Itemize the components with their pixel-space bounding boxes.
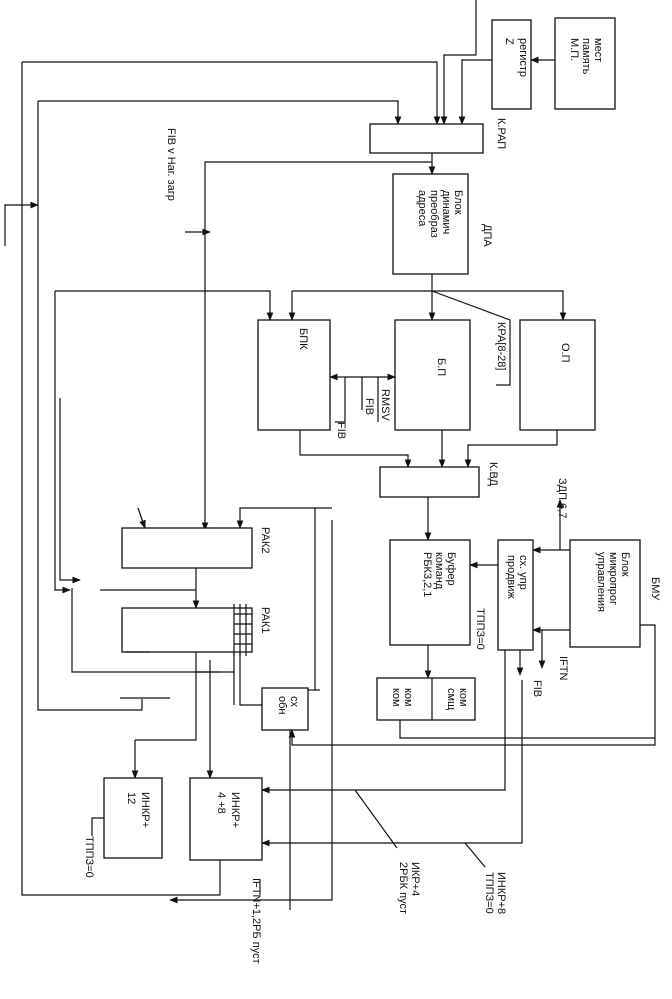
rak1-label: РАК1 <box>259 607 271 633</box>
dpa-line-1: Блок <box>452 190 464 215</box>
label-tppz-2: ТППЗ=0 <box>83 836 95 878</box>
label-fib-1: FIB <box>363 398 375 415</box>
block-k-rap: К.РАП <box>369 118 507 154</box>
block-mest-pamyat: мест память М.П. <box>554 17 616 110</box>
registr-line-2: Z <box>503 38 515 45</box>
label-inkr-p4: ИКР+4 <box>409 862 421 896</box>
bmu-label: БМУ <box>649 577 661 601</box>
bp-label: Б.П <box>435 358 447 376</box>
label-inkr-p8: ИНКР+8 <box>495 872 507 914</box>
label-fib-2: FIB <box>335 422 347 439</box>
connections <box>4 0 656 910</box>
block-op: О.П <box>519 319 596 431</box>
bufer-line-2: команд <box>433 552 445 590</box>
signal-labels: FIB v Наг. загр КРА[8-28] RMSV FIB FIB З… <box>83 128 569 964</box>
mest-pamyat-line-2: память <box>580 38 592 75</box>
sx-obn-line-2: обн <box>276 696 288 715</box>
block-sx-upr: сх. упр продвиж <box>497 539 534 651</box>
k-vd-label: К.ВД <box>487 462 499 487</box>
block-inkr-48: ИНКР+ 4 +8 <box>189 777 263 861</box>
kom-kom-line-1: ком <box>402 688 414 707</box>
dpa-line-4: адреса <box>416 190 428 227</box>
block-rak1: РАК1 <box>121 604 271 656</box>
sx-upr-line-1: сх. упр <box>517 555 529 590</box>
block-sx-obn: сх обн <box>261 687 309 731</box>
sx-obn-line-1: сх <box>288 696 300 708</box>
registr-line-1: регистр <box>517 38 529 77</box>
sx-upr-line-2: продвиж <box>505 555 517 599</box>
kom-smesh-line-1: ком <box>457 688 469 707</box>
inkr-48-line-1: ИНКР+ <box>229 792 241 828</box>
inkr-48-line-2: 4 +8 <box>215 792 227 814</box>
block-mpu: Блок микропрог управления БМУ <box>569 539 661 648</box>
mpu-line-2: микропрог <box>607 552 619 605</box>
label-iftn-bottom: IFTN+1,2РБ пуст <box>250 878 262 964</box>
block-registr: регистр Z <box>491 19 532 110</box>
block-kom: ком смщ ком ком <box>376 677 476 721</box>
label-fib-3: FIB <box>531 680 543 697</box>
label-tppz-1: ТППЗ=0 <box>474 608 486 650</box>
k-rap-label: К.РАП <box>495 118 507 149</box>
label-iftn: IFTN <box>557 656 569 680</box>
block-bp: Б.П <box>394 319 471 431</box>
inkr-12-line-2: 12 <box>125 792 137 804</box>
label-kra: КРА[8-28] <box>495 322 507 370</box>
block-bpk: БПК <box>257 319 331 431</box>
label-rbk-pust: 2РБК пуст <box>397 862 409 914</box>
bufer-line-3: РБК3,2,1 <box>421 552 433 597</box>
rak2-label: РАК2 <box>259 527 271 553</box>
bufer-line-1: Буфер <box>445 552 457 586</box>
block-bufer: Буфер команд РБК3,2,1 <box>389 539 471 646</box>
label-rmsv: RMSV <box>379 389 391 421</box>
label-tpp-p8: ТППЗ=0 <box>483 872 495 914</box>
block-inkr-12: ИНКР+ 12 <box>103 777 163 859</box>
block-rak2: РАК2 <box>121 527 271 569</box>
kom-kom-line-2: ком <box>390 688 402 707</box>
block-k-vd: К.ВД <box>379 462 499 498</box>
dpa-line-3: преобраз <box>428 190 440 238</box>
label-fib-nag: FIB v Наг. загр <box>165 128 177 201</box>
mest-pamyat-line-3: М.П. <box>568 38 580 61</box>
dpa-line-2: динамич <box>440 190 452 234</box>
block-dpa: Блок динамич преобраз адреса ДПА <box>392 173 493 275</box>
op-label: О.П <box>559 343 571 363</box>
label-zdp: ЗДП 6,7 <box>556 478 568 518</box>
kom-smesh-line-2: смщ <box>445 688 457 710</box>
mpu-line-3: управления <box>595 552 607 612</box>
mest-pamyat-line-1: мест <box>592 38 604 62</box>
bpk-label: БПК <box>297 328 309 350</box>
mpu-line-1: Блок <box>619 552 631 577</box>
inkr-12-line-1: ИНКР+ <box>139 792 151 828</box>
dpa-label: ДПА <box>481 224 493 247</box>
